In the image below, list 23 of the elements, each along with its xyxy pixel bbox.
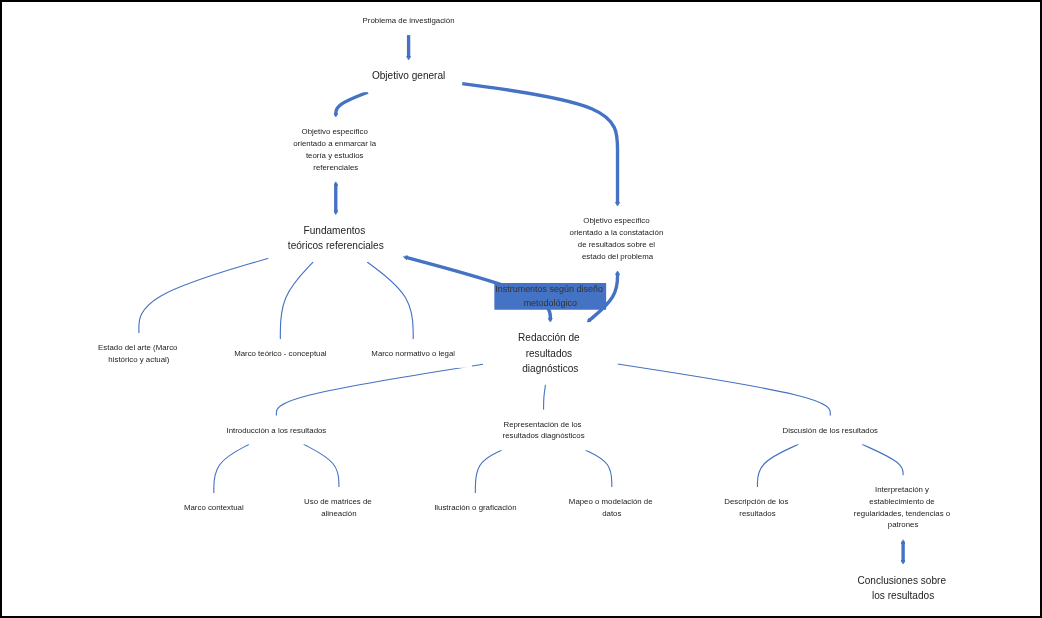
- connector: [585, 449, 613, 488]
- connector: [861, 443, 904, 476]
- node-text: Fundamentos teóricos referenciales: [287, 224, 384, 252]
- arrow: [586, 270, 620, 323]
- arrow: [406, 35, 412, 61]
- connector: [756, 443, 800, 488]
- connector: [279, 261, 314, 340]
- connector: [138, 257, 270, 334]
- node-text: Conclusiones sobre los resultados: [857, 574, 946, 601]
- connector: [213, 443, 250, 494]
- connector: [474, 449, 503, 494]
- connector: [543, 384, 547, 411]
- node-text: Objetivo general: [371, 70, 446, 82]
- edge-label: Instrumentos según diseño metodológico: [495, 284, 603, 308]
- node-text: Redacción de resultados diagnósticos: [518, 332, 580, 374]
- arrow: [461, 81, 620, 207]
- connector: [616, 363, 831, 417]
- arrow: [333, 90, 369, 118]
- connector: [366, 261, 414, 340]
- arrow: [900, 539, 906, 565]
- connector: [303, 443, 340, 488]
- connector: [275, 363, 484, 417]
- arrow: [333, 181, 339, 216]
